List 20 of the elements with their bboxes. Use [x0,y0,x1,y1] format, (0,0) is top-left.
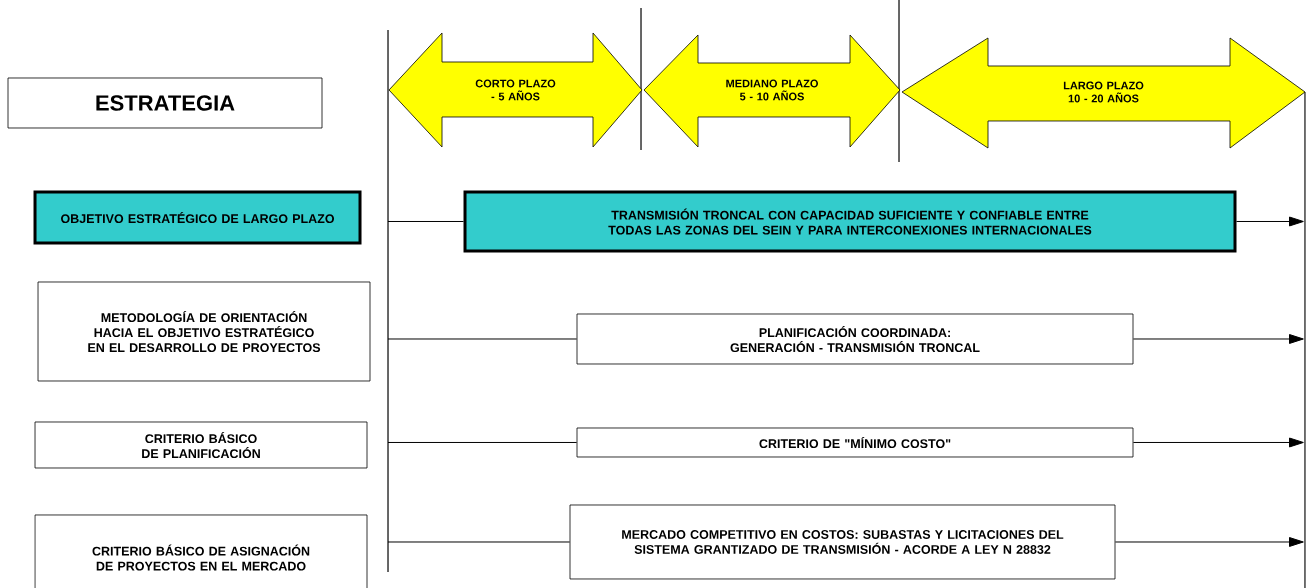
arrow [1236,216,1304,227]
objective-box: OBJETIVO ESTRATÉGICO DE LARGO PLAZO [33,190,362,245]
arrow [1132,437,1304,448]
connector-line [387,442,578,443]
arrow [1114,537,1304,547]
connector-line [387,541,571,543]
process-box: MERCADO COMPETITIVO EN COSTOS: SUBASTAS Y LICITACIONES DEL SISTEMA GRANTIZADO DE TRANSMISIÓN - ACORDE A LEY N 28832 [569,504,1116,580]
connector-line [387,338,578,340]
connector-line [387,221,464,222]
label-box: CRITERIO BÁSICO DE ASIGNACIÓN DE PROYECTOS EN EL MERCADO [34,514,368,588]
label-box: METODOLOGÍA DE ORIENTACIÓN HACIA EL OBJETIVO ESTRATÉGICO EN EL DESARROLLO DE PROYECTOS [37,281,371,382]
objective-box: TRANSMISIÓN TRONCAL CON CAPACIDAD SUFICIENTE Y CONFIABLE ENTRE TODAS LAS ZONAS DEL SEIN Y PARA INTERCONEXIONES INTERNACIONALES [463,190,1237,253]
period-band: LARGO PLAZO 10 - 20 AÑOS [901,37,1306,149]
process-box: CRITERIO DE "MÍNIMO COSTO" [576,427,1134,458]
process-box: PLANIFICACIÓN COORDINADA: GENERACIÓN - TRANSMISIÓN TRONCAL [576,313,1134,365]
period-band: MEDIANO PLAZO 5 - 10 AÑOS [643,34,901,148]
arrow [1132,334,1304,344]
label-box: ESTRATEGIA [7,77,323,129]
label-box: CRITERIO BÁSICO DE PLANIFICACIÓN [34,421,368,469]
period-band: CORTO PLAZO - 5 AÑOS [388,32,643,148]
